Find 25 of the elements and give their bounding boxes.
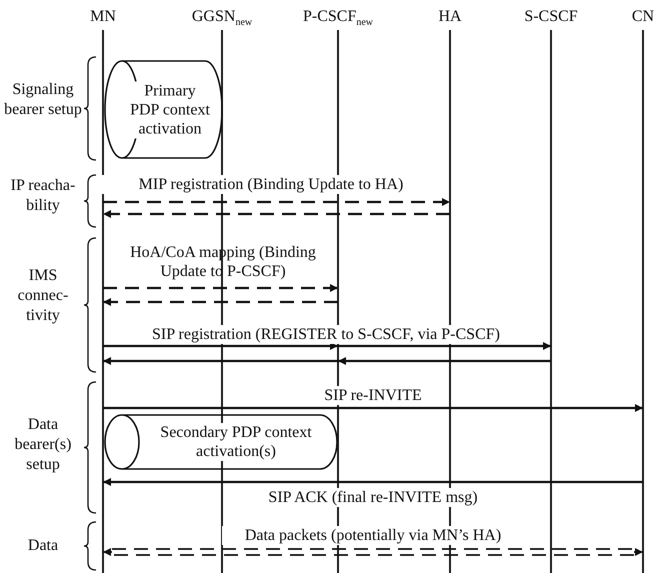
- participant-label: P-CSCF$_{new}$: [302, 8, 374, 30]
- activation-label: Primary PDP context activation: [130, 81, 210, 138]
- arrow: [103, 284, 338, 292]
- phase-label: Data: [26, 536, 60, 556]
- participant-label: MN: [89, 8, 117, 26]
- cylinder-shape: [104, 60, 223, 159]
- phase-label: Signaling bearer setup: [3, 80, 83, 120]
- arrow: [103, 357, 338, 365]
- phase-label: Data bearer(s) setup: [14, 415, 72, 475]
- participant-label: S-CSCF: [523, 8, 579, 26]
- phase-label: IP reacha-bility: [10, 176, 76, 216]
- arrow: [103, 298, 338, 306]
- arrow: [103, 210, 450, 218]
- arrow: [103, 198, 450, 206]
- arrow: [103, 342, 338, 350]
- arrow: [102, 548, 644, 556]
- participant-label: GGSN$_{new}$: [190, 8, 254, 30]
- cylinder-shape: [104, 414, 338, 470]
- arrow: [338, 342, 551, 350]
- arrow: [103, 404, 643, 412]
- participant-label: HA: [437, 8, 463, 26]
- arrow: [338, 357, 551, 365]
- arrow: [103, 478, 643, 486]
- participant-label: CN: [630, 8, 656, 26]
- phase-label: IMS connec-tivity: [16, 266, 70, 326]
